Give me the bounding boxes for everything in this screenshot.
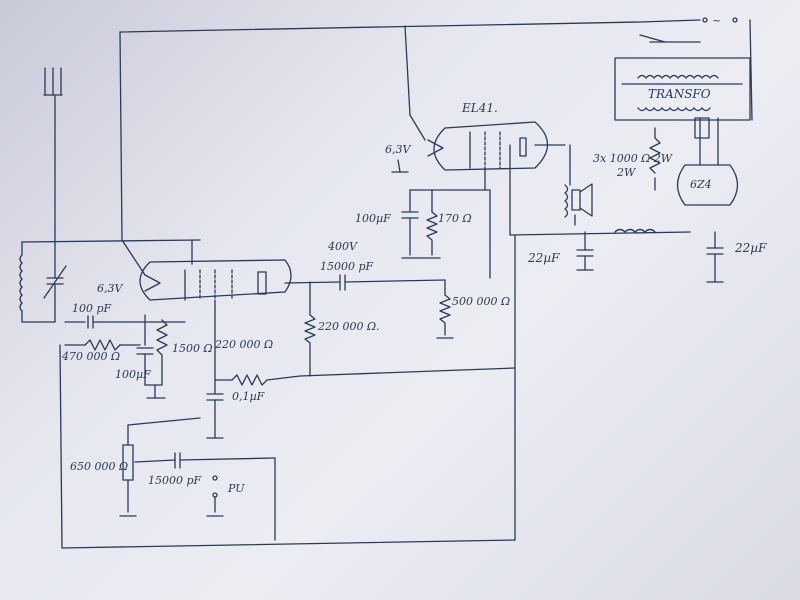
coupling-cap-voltage-label: 400V	[327, 240, 358, 253]
output-heater-label: 6,3V	[385, 143, 411, 156]
plate-resistor-label: 220 000 Ω	[214, 338, 273, 351]
rectifier-label: 6Z4	[690, 178, 712, 191]
output-tube	[427, 121, 566, 171]
grid-leak-label: 220 000 Ω.	[317, 320, 380, 333]
supply-resistor-label: 3x 1000 Ω 2W	[593, 152, 674, 165]
mains-symbol: ~	[712, 14, 721, 27]
input-cathode-resistor-label: 1500 Ω	[172, 342, 213, 355]
rectifier-tube	[676, 117, 739, 206]
input-tube	[139, 239, 292, 301]
input-cap-label: 15000 pF	[148, 474, 202, 487]
antenna-symbol	[43, 67, 63, 243]
grid-resistor-label: 470 000 Ω	[61, 350, 120, 363]
filter-cap-1-label: 22µF	[527, 251, 560, 265]
input-connector-label: PU	[227, 482, 245, 495]
tuning-coil	[19, 239, 201, 323]
output-tube-label: EL41.	[461, 101, 498, 115]
transformer-label: TRANSFO	[648, 87, 711, 101]
input-cathode-cap-label: 100µF	[115, 368, 151, 381]
supply-resistor-power-label: 2W	[616, 166, 637, 179]
grid-cap-label: 100 pF	[72, 302, 112, 315]
output-cathode-cap-label: 100µF	[355, 212, 391, 225]
screen-cap-label: 0,1µF	[232, 390, 265, 403]
power-transformer	[614, 57, 751, 121]
input-heater-label: 6,3V	[97, 282, 123, 295]
output-grid-resistor-label: 500 000 Ω	[452, 295, 510, 308]
pot-label: 650 000 Ω	[70, 460, 128, 473]
output-cathode-resistor-label: 170 Ω	[438, 212, 472, 225]
filter-cap-2-label: 22µF	[734, 241, 767, 255]
coupling-cap-label: 15000 pF	[320, 260, 374, 273]
